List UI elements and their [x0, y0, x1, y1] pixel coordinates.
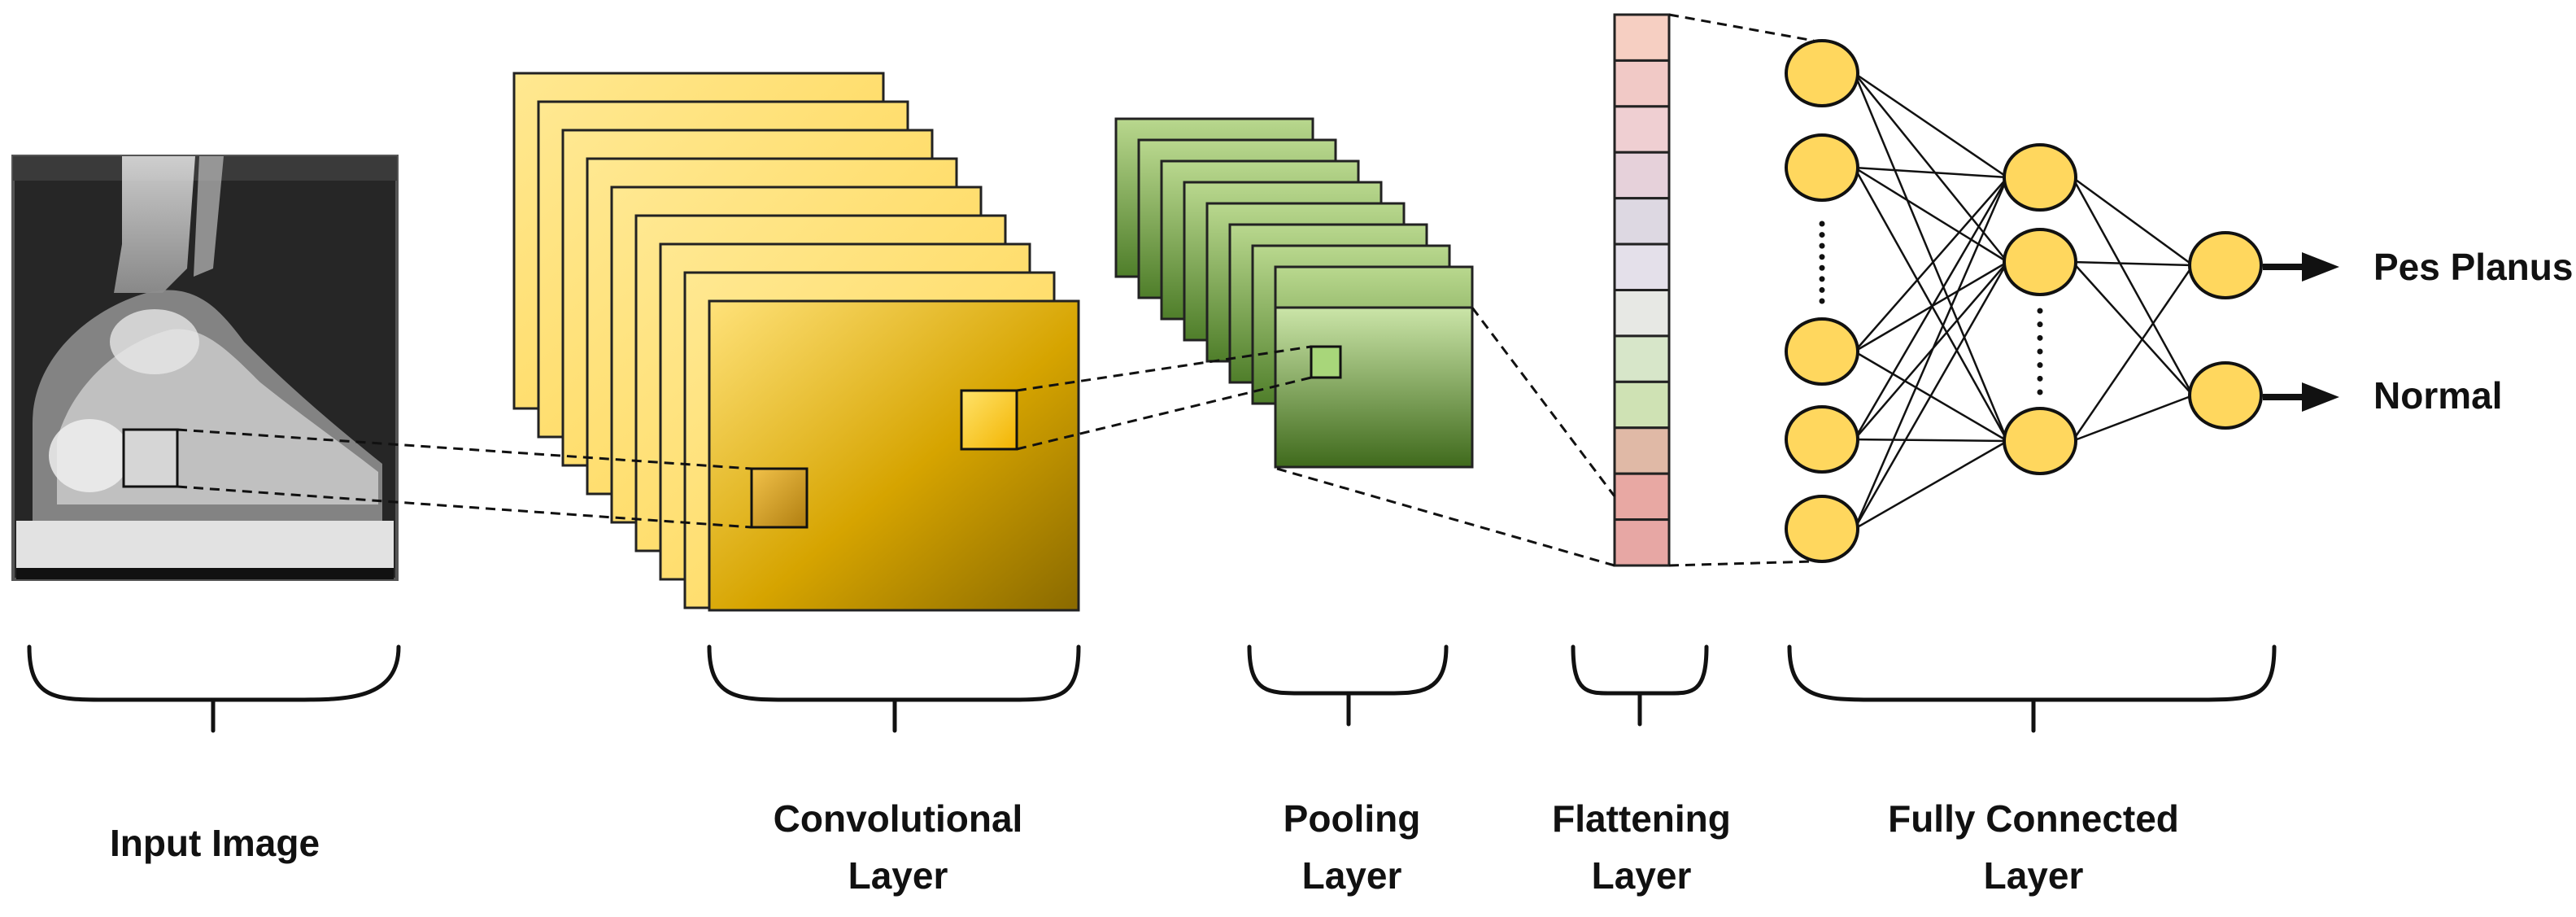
- ellipsis-dot: [2037, 348, 2043, 355]
- neuron: [2003, 228, 2077, 296]
- ellipsis-dot: [1819, 264, 1825, 271]
- neuron: [2188, 361, 2263, 430]
- output-label-pes-planus: Pes Planus: [2373, 246, 2573, 288]
- pooling-layer-label-line2: Layer: [1302, 854, 1402, 897]
- flattening-column: [1613, 13, 1671, 567]
- ellipsis-dot: [2037, 375, 2043, 382]
- input-image-label: Input Image: [110, 822, 320, 864]
- pool-front-feature-map: [1274, 306, 1474, 469]
- convolutional-layer-stack: [512, 72, 1080, 612]
- neuron: [2003, 407, 2077, 475]
- conv-layer-label-line1: Convolutional: [774, 797, 1023, 840]
- flatten-cell: [1613, 105, 1671, 154]
- ellipsis-dot: [1819, 242, 1825, 249]
- fc-edge: [1853, 177, 2009, 440]
- ellipsis-dot: [1819, 221, 1825, 227]
- flatten-cell: [1613, 334, 1671, 383]
- neuron-ellipsis-dots: [1819, 221, 2043, 395]
- ellipsis-dot: [1819, 232, 1825, 238]
- flattening-layer-label-line1: Flattening: [1552, 797, 1731, 840]
- neuron: [1785, 495, 1859, 563]
- fc-edge: [1853, 72, 2009, 442]
- flatten-cell: [1613, 59, 1671, 108]
- flatten-cell: [1613, 380, 1671, 430]
- fc-edge: [1854, 72, 2008, 179]
- ellipsis-dot: [2037, 308, 2043, 314]
- fc-edge: [1854, 166, 2008, 264]
- ellipsis-dot: [2037, 321, 2043, 328]
- fc-edge: [2072, 394, 2194, 443]
- conv-front-feature-map: [708, 299, 1080, 612]
- flatten-cell: [1613, 426, 1671, 475]
- fully-connected-neurons: [1785, 39, 2263, 563]
- neuron: [2188, 231, 2263, 299]
- fc-edge: [1854, 177, 2008, 352]
- fc-edge: [1854, 439, 2008, 531]
- fully-connected-edges: [1853, 72, 2195, 531]
- ellipsis-dot: [2037, 389, 2043, 395]
- fc-edge: [2072, 261, 2194, 396]
- fc-edge: [2072, 176, 2194, 267]
- fc-layer-label-line2: Layer: [1984, 854, 2084, 897]
- flattening-layer-label-line2: Layer: [1592, 854, 1692, 897]
- fc-edge: [1854, 438, 2008, 443]
- section-braces: [27, 644, 2277, 733]
- ellipsis-dot: [2037, 362, 2043, 369]
- pooling-layer-label-line1: Pooling: [1284, 797, 1421, 840]
- fc-edge: [2072, 260, 2194, 267]
- pooling-layer-stack: [1114, 117, 1474, 469]
- flatten-cell: [1613, 518, 1671, 567]
- flatten-cell: [1613, 151, 1671, 200]
- ellipsis-dot: [1819, 286, 1825, 293]
- neuron: [2003, 143, 2077, 212]
- neuron: [1785, 133, 1859, 202]
- fc-edge: [2071, 264, 2195, 442]
- neuron: [1785, 405, 1859, 474]
- ellipsis-dot: [2037, 334, 2043, 341]
- fc-layer-label-line1: Fully Connected: [1888, 797, 2179, 840]
- dashed-connectors: [177, 13, 1815, 567]
- conv-layer-label-line2: Layer: [848, 854, 948, 897]
- fc-edge: [1853, 167, 2009, 442]
- flatten-cell: [1613, 197, 1671, 246]
- ellipsis-dot: [1819, 276, 1825, 282]
- fc-edge: [1854, 72, 2008, 263]
- flatten-cell: [1613, 289, 1671, 338]
- neuron: [1785, 39, 1859, 107]
- flatten-cell: [1613, 242, 1671, 292]
- fc-edge: [1853, 261, 2009, 530]
- output-label-normal: Normal: [2373, 374, 2502, 417]
- fc-edge: [1854, 166, 2008, 179]
- ellipsis-dot: [1819, 254, 1825, 260]
- neuron: [1785, 317, 1859, 386]
- output-arrows: [2263, 252, 2339, 412]
- fc-edge: [1853, 177, 2009, 530]
- ellipsis-dot: [1819, 298, 1825, 304]
- flatten-cell: [1613, 13, 1671, 62]
- input-image: [11, 155, 399, 581]
- fc-edge: [2071, 177, 2195, 396]
- flatten-cell: [1613, 472, 1671, 522]
